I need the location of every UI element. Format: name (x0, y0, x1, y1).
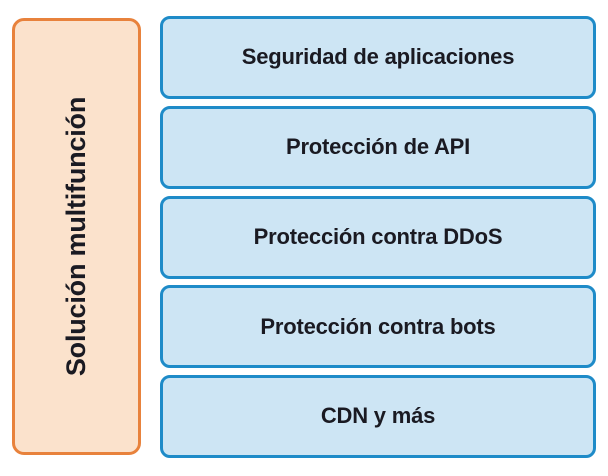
feature-box-proteccion-de-api[interactable]: Protección de API (160, 105, 596, 189)
feature-box-label: Protección de API (285, 134, 471, 160)
feature-box-label: Seguridad de aplicaciones (241, 44, 515, 70)
feature-box-label: Protección contra bots (260, 313, 496, 339)
feature-box-proteccion-contra-bots[interactable]: Protección contra bots (160, 285, 596, 369)
side-panel-label: Solución multifunción (61, 96, 91, 377)
feature-box-cdn-y-mas[interactable]: CDN y más (160, 375, 596, 458)
feature-box-label: Protección contra DDoS (253, 223, 503, 249)
feature-box-stack: Seguridad de aplicaciones Protección de … (160, 16, 596, 458)
feature-box-proteccion-contra-ddos[interactable]: Protección contra DDoS (160, 195, 596, 279)
feature-box-label: CDN y más (320, 403, 436, 429)
side-panel-solucion-multifuncion: Solución multifunción (12, 18, 141, 455)
feature-box-seguridad-de-aplicaciones[interactable]: Seguridad de aplicaciones (160, 16, 596, 99)
